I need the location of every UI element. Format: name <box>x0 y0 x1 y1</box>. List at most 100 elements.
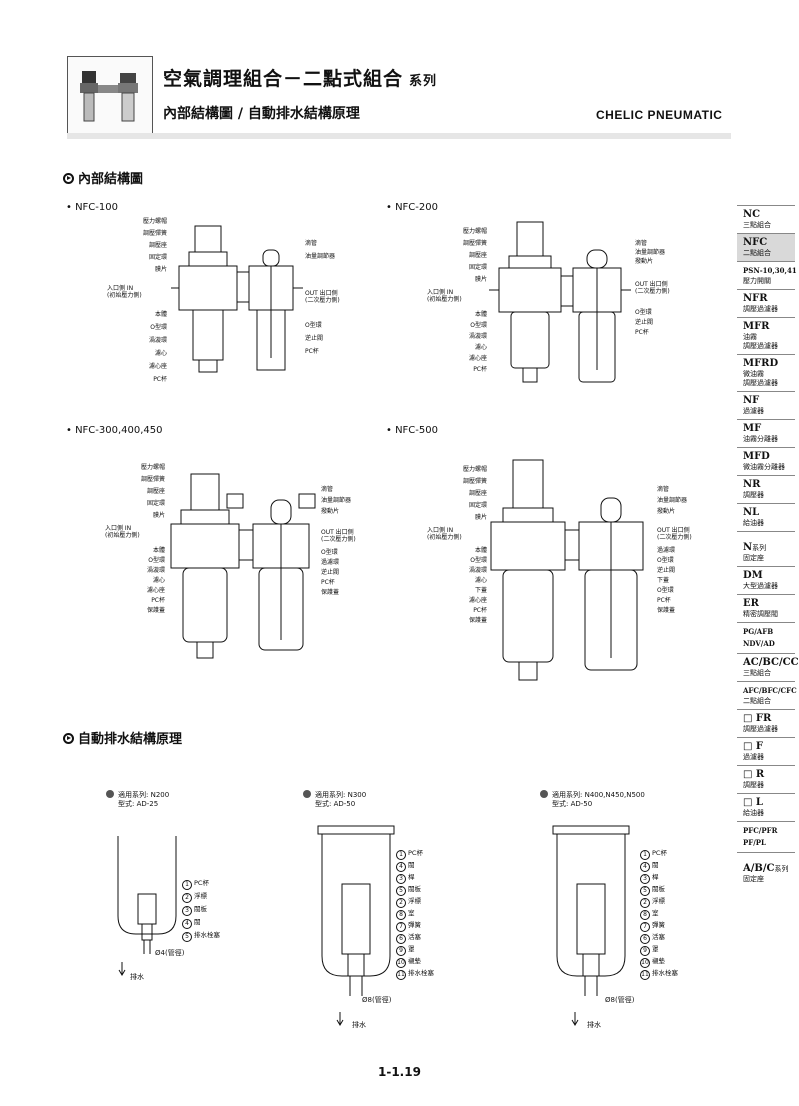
callout: 過濾環 <box>321 559 340 566</box>
drain1-drawing <box>117 836 177 976</box>
callout: 滴管 <box>305 240 318 247</box>
section-heading-autodrain: 自動排水結構原理 <box>63 728 182 747</box>
callout: 濾心座 <box>146 587 165 594</box>
nfc100-diagram: 壓力螺帽 調壓彈簧 調壓座 固定環 膜片 入口側 IN (初始壓力側) 本體 O… <box>105 218 345 400</box>
section-heading-text: 內部結構圖 <box>78 172 144 187</box>
part-number: 3 <box>182 906 192 916</box>
callout: 本體 <box>474 547 487 554</box>
side-tab-desc: 三點組合 <box>743 669 771 677</box>
callout: PC杯 <box>657 597 671 604</box>
callout: (初始壓力側) <box>427 296 462 303</box>
part-number: 1 <box>396 850 406 860</box>
side-tab-22[interactable]: A/B/C系列固定座 <box>737 852 795 887</box>
callout: 入口側 IN <box>105 525 132 532</box>
callout: 本體 <box>474 311 487 318</box>
drain3-drawing <box>552 825 630 1026</box>
drain3-info: 適用系列: N400,N450,N500 型式: AD-50 <box>540 790 645 809</box>
side-tab-desc: 給油器 <box>743 519 764 527</box>
callout: 逆止閥 <box>305 335 324 342</box>
side-tab-desc: 固定座 <box>743 875 764 883</box>
drain2-type: 型式: AD-50 <box>315 800 356 808</box>
drain1-series: 適用系列: N200 <box>118 791 170 799</box>
side-tab-sub: 系列 <box>774 865 789 873</box>
callout: OUT 出口側 <box>321 529 354 536</box>
part-name: 排水栓塞 <box>652 969 678 977</box>
callout: 渦漩環 <box>146 567 165 574</box>
callout: PC杯 <box>305 348 319 355</box>
part-number: 11 <box>640 970 650 980</box>
callout: (初始壓力側) <box>427 534 462 541</box>
side-tab-11[interactable]: N系列固定座 <box>737 531 795 566</box>
part-number: 3 <box>640 874 650 884</box>
callout: 濾心 <box>152 577 165 584</box>
side-tab-code: MFR <box>743 321 770 332</box>
callout: O型環 <box>635 309 652 316</box>
callout: OUT 出口側 <box>657 527 690 534</box>
callout: 入口側 IN <box>427 289 454 296</box>
callout: PC杯 <box>153 376 167 383</box>
side-tab-code: NR <box>743 479 761 490</box>
side-tab-code: NFR <box>743 293 768 304</box>
side-tab-14[interactable]: PG/AFB NDV/AD <box>737 622 795 653</box>
side-tab-code: MFRD <box>743 358 779 369</box>
drain3-drain-label: 排水 <box>587 1021 601 1029</box>
part-number: 7 <box>640 922 650 932</box>
callout: 固定環 <box>468 502 487 509</box>
nfc200-right-labels: 滴管 油量調節器 撥動片 OUT 出口側 (二次壓力側) O型環 逆止閥 PC杯 <box>635 240 670 336</box>
side-tab-code: MF <box>743 423 762 434</box>
part-number: 2 <box>640 898 650 908</box>
model-label-nfc100: • NFC-100 <box>66 202 118 213</box>
callout: 下蓋 <box>474 587 487 594</box>
callout: (二次壓力側) <box>321 536 356 543</box>
part-number: 5 <box>396 886 406 896</box>
side-tab-code: AC/BC/CC <box>743 657 799 668</box>
part-number: 8 <box>396 910 406 920</box>
side-tab-code: A/B/C <box>743 863 775 874</box>
side-tab-desc: 調壓器 <box>743 781 764 789</box>
callout: 渦漩環 <box>468 333 487 340</box>
part-name: 閥板 <box>652 885 665 893</box>
title-text: 空氣調理組合－二點式組合 <box>163 68 404 90</box>
side-tab-code: DM <box>743 570 763 581</box>
callout: 渦漩環 <box>148 337 167 344</box>
callout: 過濾環 <box>657 547 676 554</box>
part-name: 閥板 <box>408 885 421 893</box>
part-number: 1 <box>640 850 650 860</box>
side-tab-desc: 過濾器 <box>743 753 764 761</box>
side-tab-code: □ L <box>743 797 763 808</box>
page-title: 空氣調理組合－二點式組合系列 <box>163 64 437 91</box>
side-tab-21[interactable]: PFC/PFR PF/PL <box>737 821 795 852</box>
part-name: 排水栓塞 <box>408 969 434 977</box>
side-tab-code: NFC <box>743 237 768 248</box>
part-number: 6 <box>396 934 406 944</box>
callout: 油量調節器 <box>321 497 352 504</box>
side-tab-sub: 系列 <box>752 544 767 552</box>
callout: 固定環 <box>148 254 167 261</box>
